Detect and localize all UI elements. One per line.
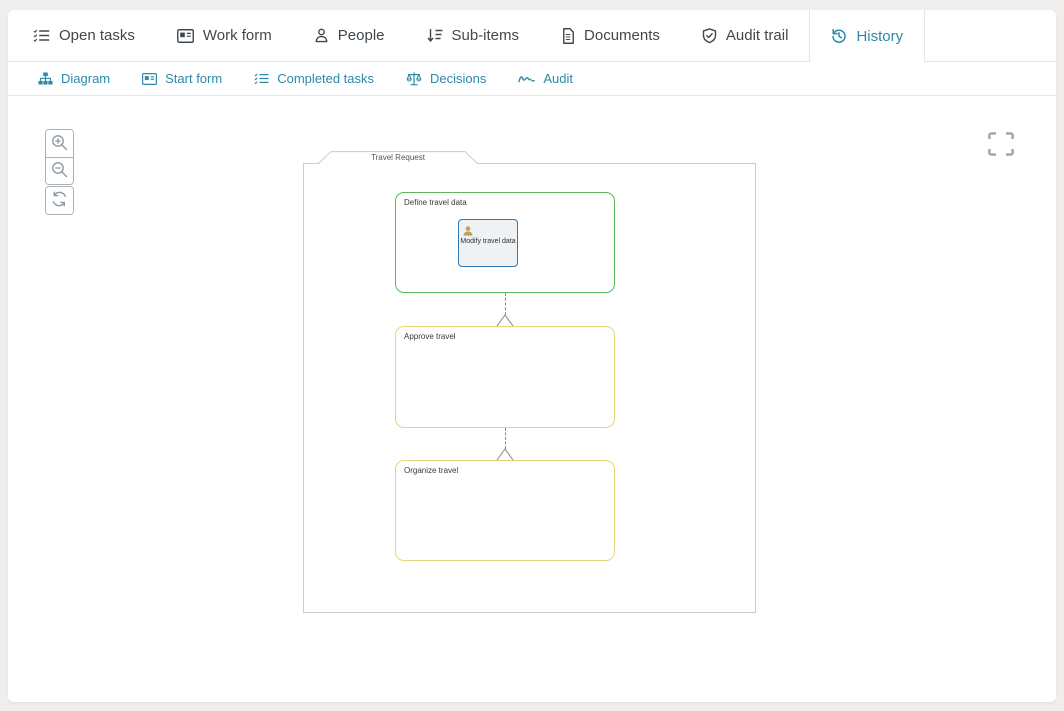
primary-tab-bar: Open tasks Work form People [8,10,1056,62]
subtab-audit[interactable]: Audit [518,71,573,86]
stage-label: Approve travel [404,332,456,341]
tab-label: Audit trail [725,27,789,44]
tab-label: Work form [202,27,272,44]
tab-history[interactable]: History [809,10,926,62]
scale-icon [406,71,422,86]
process-title: Travel Request [371,153,425,162]
document-icon [561,27,575,44]
sort-down-icon [426,28,443,43]
subtab-label: Audit [543,71,574,86]
zoom-in-button[interactable] [46,130,73,157]
tab-audit-trail[interactable]: Audit trail [681,10,810,61]
tab-documents[interactable]: Documents [540,10,681,61]
sequence-connector [505,293,506,315]
zoom-in-icon [51,134,68,154]
subtab-completed-tasks[interactable]: Completed tasks [254,71,374,86]
subtab-label: Decisions [430,71,487,86]
subtab-label: Start form [165,71,223,86]
diagram-canvas: Travel Request Define travel data Modify… [8,96,1056,701]
tab-work-form[interactable]: Work form [156,10,293,61]
subtab-label: Completed tasks [277,71,375,86]
history-icon [831,28,847,44]
subtab-diagram[interactable]: Diagram [38,71,110,86]
person-icon [314,28,329,43]
fullscreen-button[interactable] [987,132,1015,156]
refresh-icon [51,191,68,210]
stage-approve-travel[interactable]: Approve travel [395,326,615,428]
fullscreen-icon [988,132,1014,159]
subtab-label: Diagram [61,71,111,86]
sitemap-icon [38,72,53,85]
stage-organize-travel[interactable]: Organize travel [395,460,615,561]
zoom-out-button[interactable] [46,157,73,184]
main-panel: Open tasks Work form People [8,10,1056,702]
tab-label: History [856,27,904,45]
refresh-button[interactable] [46,187,73,214]
tab-label: People [337,27,385,44]
tab-sub-items[interactable]: Sub-items [406,10,541,61]
secondary-tab-bar: Diagram Start form Completed tasks [8,62,1056,96]
zoom-controls [45,129,74,215]
list-check-icon [33,28,50,43]
task-label: Modify travel data [460,238,516,245]
stage-define-travel-data[interactable]: Define travel data Modify travel data [395,192,615,293]
list-check-icon [254,72,269,85]
process-diagram-pane[interactable]: Travel Request Define travel data Modify… [303,151,756,613]
process-pool-tab: Travel Request [318,151,478,164]
tab-open-tasks[interactable]: Open tasks [12,10,156,61]
sequence-connector [505,428,506,449]
tab-label: Documents [584,27,660,44]
task-modify-travel-data[interactable]: Modify travel data [458,219,518,267]
form-card-icon [142,72,158,85]
subtab-start-form[interactable]: Start form [142,71,222,86]
tab-label: Sub-items [451,27,520,44]
tab-people[interactable]: People [293,10,406,61]
stage-label: Organize travel [404,466,459,475]
stage-label: Define travel data [404,198,467,207]
subtab-decisions[interactable]: Decisions [406,71,486,86]
zoom-out-icon [51,161,68,181]
signature-icon [518,73,536,85]
tab-label: Open tasks [59,27,135,44]
shield-check-icon [702,27,717,44]
form-card-icon [176,28,194,43]
user-task-person-icon [463,223,473,241]
